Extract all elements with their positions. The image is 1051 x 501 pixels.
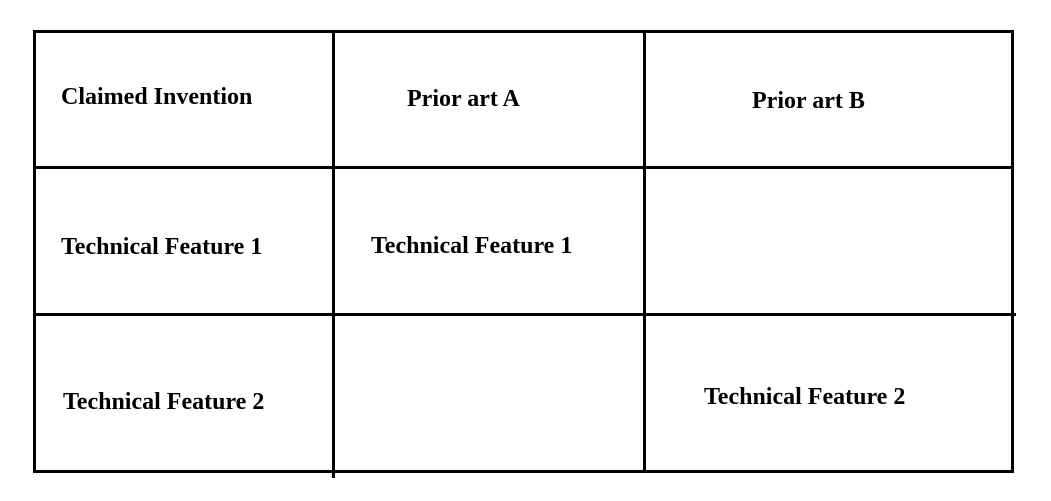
header-prior-art-b: Prior art B — [752, 88, 865, 114]
cell-prior-a-feature-1: Technical Feature 1 — [371, 233, 573, 259]
table-border-top — [33, 30, 1014, 33]
table-border-bottom — [33, 470, 1014, 473]
header-claimed-invention: Claimed Invention — [61, 84, 253, 110]
row-divider-2 — [33, 313, 1016, 316]
column-divider-2 — [643, 30, 646, 473]
table-border-right — [1011, 30, 1014, 473]
row-divider-1 — [33, 166, 1014, 169]
table-border-left — [33, 30, 36, 473]
header-prior-art-a: Prior art A — [407, 86, 520, 112]
cell-claimed-feature-2: Technical Feature 2 — [63, 389, 265, 415]
cell-claimed-feature-1: Technical Feature 1 — [61, 234, 263, 260]
column-divider-1 — [332, 30, 335, 478]
cell-prior-b-feature-2: Technical Feature 2 — [704, 384, 906, 410]
